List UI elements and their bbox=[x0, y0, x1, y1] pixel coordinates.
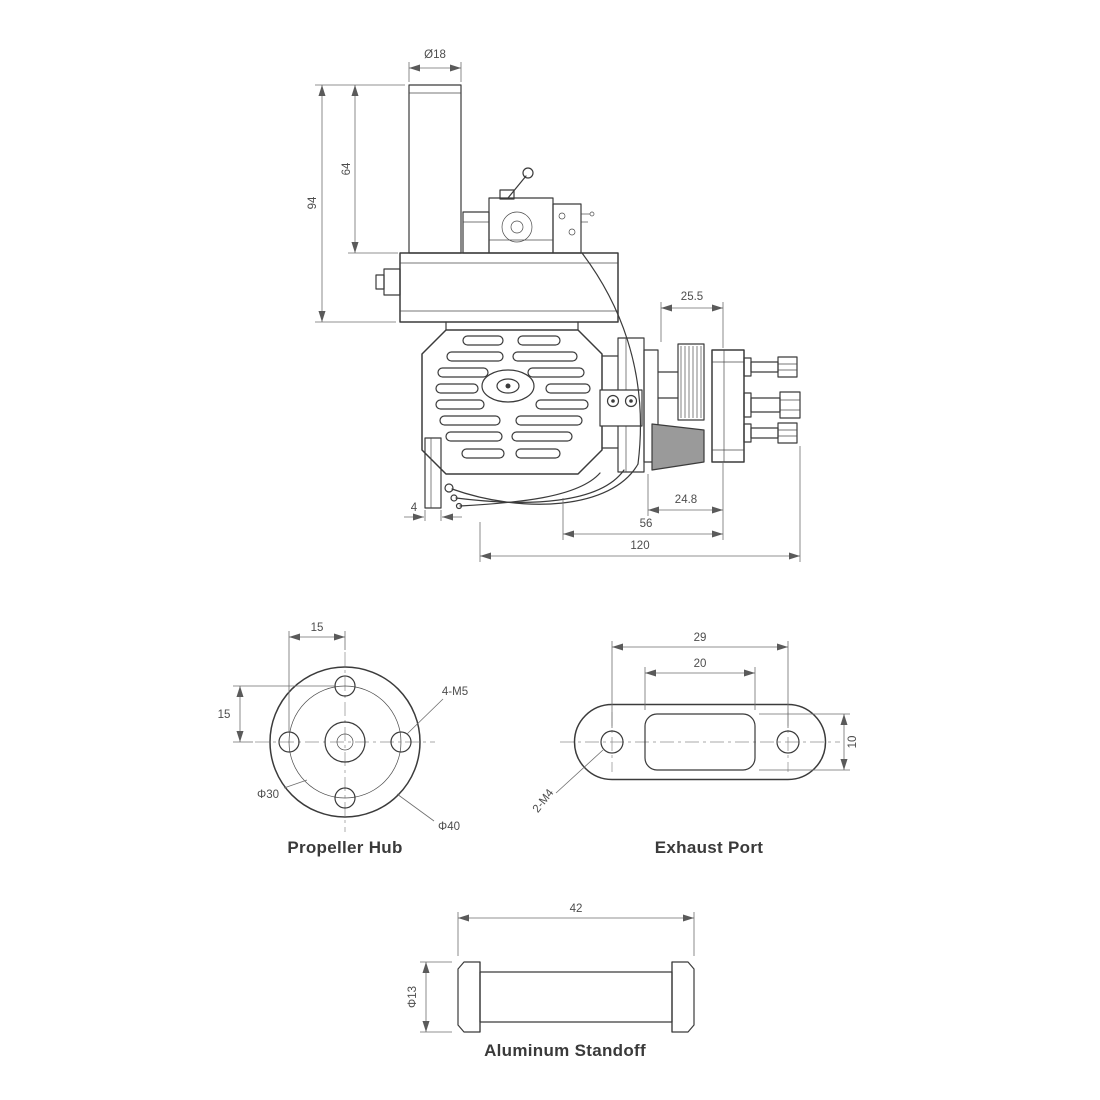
exhaust-port-view: 29 20 10 2-M4 Exhaust Port bbox=[531, 632, 859, 857]
dim-exhaust-port-height: 10 bbox=[847, 736, 859, 749]
prop-bolts bbox=[743, 356, 801, 444]
dim-hub-hole-spacing-v: 15 bbox=[218, 709, 231, 721]
dim-hub-bolt-circle: Φ30 bbox=[257, 789, 279, 801]
dim-mid-length: 56 bbox=[640, 518, 653, 530]
dim-hub-bolt-thread: 4-M5 bbox=[442, 686, 468, 698]
propeller-hub-dimensions: 15 15 4-M5 Φ30 Φ40 bbox=[218, 622, 469, 833]
carburetor-outline bbox=[462, 167, 595, 254]
crankcase-outline bbox=[375, 252, 619, 323]
dim-hub-hole-spacing-h: 15 bbox=[311, 622, 324, 634]
dim-standoff-length: 42 bbox=[570, 903, 583, 915]
standoff-dimensions: 42 Φ13 bbox=[407, 903, 695, 1033]
dim-hub-outer-diameter: Φ40 bbox=[438, 821, 460, 833]
engine-side-view: Ø18 64 94 25.5 4 24.8 bbox=[307, 49, 801, 562]
propeller-hub-caption: Propeller Hub bbox=[287, 838, 402, 857]
cylinder-fins-outline bbox=[421, 321, 603, 475]
dim-exhaust-hole-spacing: 29 bbox=[694, 632, 707, 644]
ignition-wires bbox=[444, 252, 642, 510]
prop-driver-cone bbox=[651, 423, 705, 471]
aluminum-standoff-caption: Aluminum Standoff bbox=[484, 1041, 646, 1060]
dim-lug-width: 4 bbox=[411, 502, 418, 514]
propeller-hub-view: 15 15 4-M5 Φ30 Φ40 Propeller Hub bbox=[218, 622, 469, 857]
mounting-lug bbox=[424, 437, 442, 509]
starter-gear bbox=[677, 343, 705, 421]
muffler-outline bbox=[408, 84, 462, 254]
exhaust-port-caption: Exhaust Port bbox=[655, 838, 763, 857]
engine-dimensions: Ø18 64 94 25.5 4 24.8 bbox=[307, 49, 801, 562]
rear-assembly-outline bbox=[599, 337, 801, 473]
prop-hub-flange bbox=[711, 349, 745, 463]
aluminum-standoff-view: 42 Φ13 Aluminum Standoff bbox=[407, 903, 695, 1060]
dim-standoff-diameter: Φ13 bbox=[407, 986, 419, 1008]
dim-exhaust-hole-thread: 2-M4 bbox=[531, 787, 557, 816]
dim-hub-offset: 25.5 bbox=[681, 291, 703, 303]
ignition-module bbox=[599, 389, 643, 427]
dim-muffler-height: 64 bbox=[341, 162, 353, 175]
dim-total-length: 120 bbox=[630, 540, 649, 552]
dim-exhaust-port-width: 20 bbox=[694, 658, 707, 670]
dim-rear-length: 24.8 bbox=[675, 494, 697, 506]
dim-total-height: 94 bbox=[307, 196, 319, 209]
dim-muffler-diameter: Ø18 bbox=[424, 49, 446, 61]
